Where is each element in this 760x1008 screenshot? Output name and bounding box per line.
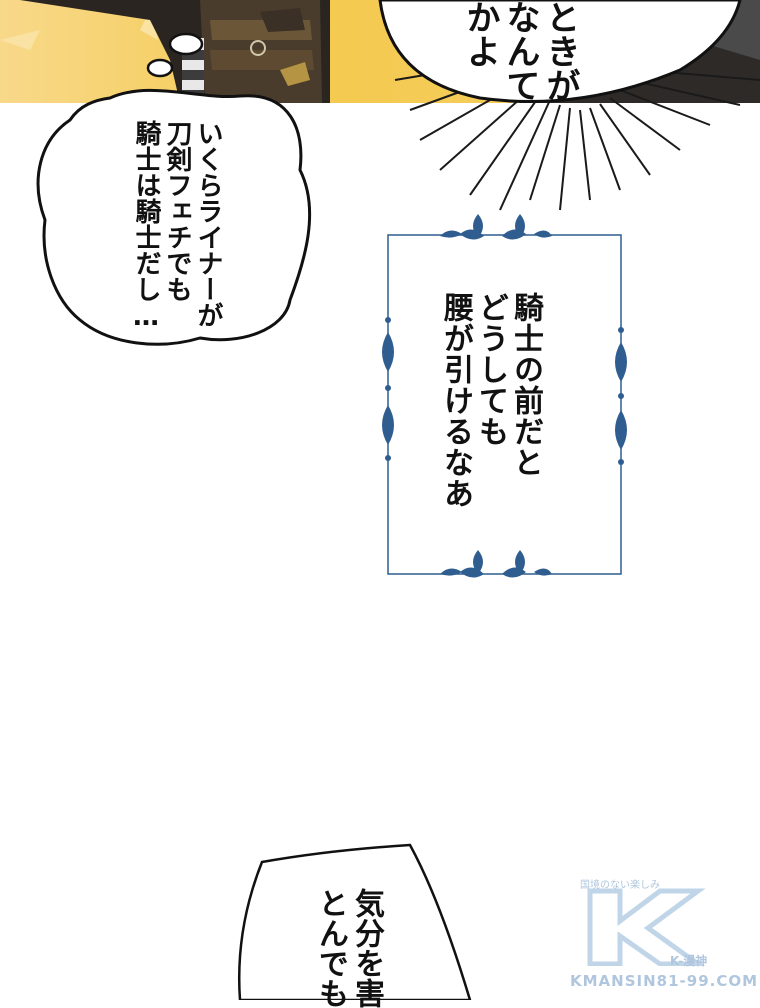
watermark-url: KMANSIN81-99.COM (570, 972, 759, 990)
bottom-bubble-text: 気分を害 とんでも (313, 888, 384, 1008)
thought-bubble (36, 88, 312, 346)
watermark-sub-label: K-漫神 (670, 954, 708, 968)
frame-ornament-right (615, 327, 627, 465)
watermark-logo-icon (587, 888, 706, 966)
watermark: 国境のない楽しみ K-漫神 KMANSIN81-99.COM (570, 876, 757, 994)
frame-ornament-left (382, 317, 394, 461)
frame-ornament-bottom (440, 550, 552, 578)
watermark-tagline: 国境のない楽しみ (580, 880, 660, 891)
shout-bubble (378, 0, 760, 211)
shout-bubble-text: ときが なんて かよ (460, 0, 580, 102)
narration-frame (382, 214, 627, 578)
thought-bubble-text: いくらライナーが 刀剣フェチでも 騎士は騎士だし… (131, 120, 223, 332)
frame-ornament-top (440, 214, 552, 240)
narration-text: 騎士の前だと どうしても 腰が引けるなあ (438, 292, 543, 509)
